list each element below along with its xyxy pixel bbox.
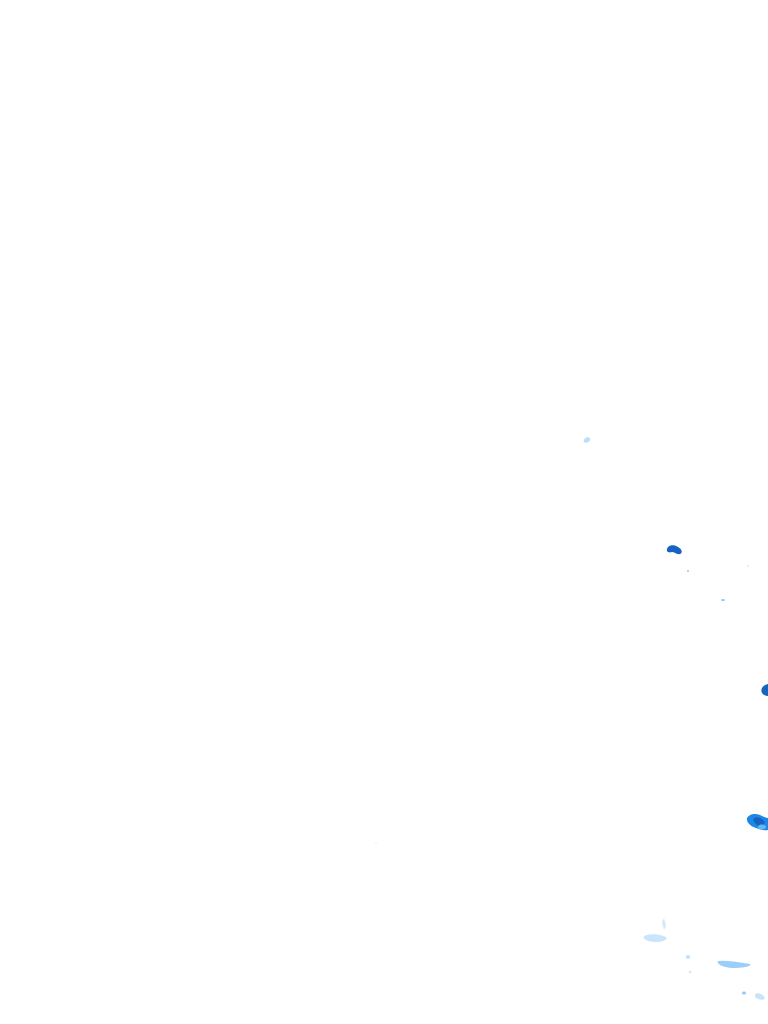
precip-echo-faint xyxy=(742,991,746,995)
precip-echo-light xyxy=(687,570,689,572)
precip-scatter-south xyxy=(375,842,765,1000)
precip-echo-faint xyxy=(686,955,690,959)
precip-echo-strong xyxy=(761,684,768,696)
precip-echo-faint xyxy=(755,993,765,1000)
precip-echo-faint xyxy=(583,437,591,443)
precip-cell-north xyxy=(666,545,749,601)
precip-echo-light xyxy=(758,824,766,830)
precip-echo-faint xyxy=(375,842,377,844)
precip-echo-faint xyxy=(662,918,666,930)
precip-cell-east xyxy=(746,813,768,831)
precip-echo-faint xyxy=(717,960,751,968)
precip-echo-strong xyxy=(753,817,765,827)
precip-echo-faint xyxy=(747,565,749,567)
precip-echo-faint xyxy=(643,934,667,942)
precip-echo-faint xyxy=(688,970,692,974)
precip-echo-strong xyxy=(666,545,682,555)
precip-echo-light xyxy=(721,599,725,601)
